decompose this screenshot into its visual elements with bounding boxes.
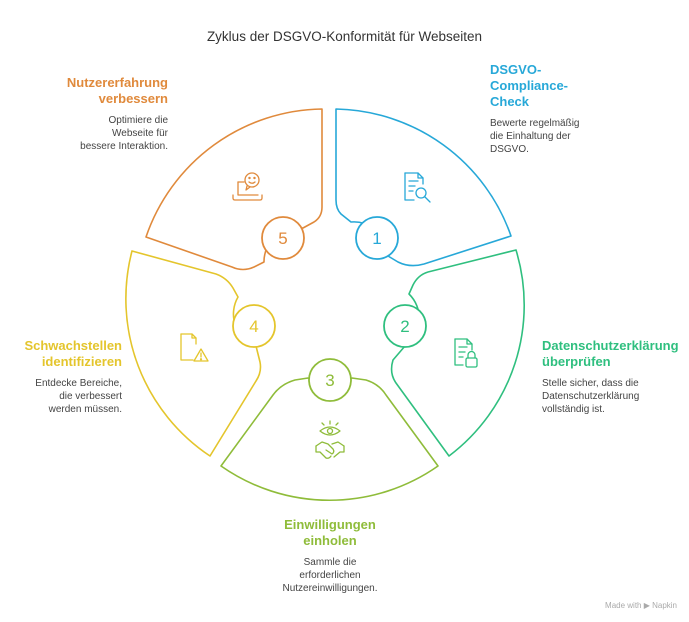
step-4-circle	[232, 304, 276, 348]
step-3-desc-line1: Sammle die	[303, 557, 357, 568]
step-1-title-line2: Compliance-	[490, 78, 569, 93]
step-2-desc-line1: Stelle sicher, dass die	[542, 378, 639, 389]
step-2-title-line1: Datenschutzerklärung	[542, 338, 679, 353]
step-1-desc-line2: die Einhaltung der	[490, 131, 571, 142]
step-3-desc-line3: Nutzereinwilligungen.	[282, 583, 378, 594]
step-5-title-line1: Nutzererfahrung	[66, 75, 168, 90]
step-5-desc-line1: Optimiere die	[108, 115, 168, 126]
step-1-desc-line1: Bewerte regelmäßig	[490, 118, 580, 129]
step-2-circle	[383, 304, 427, 348]
step-1-title-line1: DSGVO-	[490, 62, 542, 77]
document-lock-icon	[454, 338, 478, 368]
step-3-title-line2: einholen	[303, 533, 357, 548]
step-5-number: 5	[278, 229, 287, 248]
step-1-description: Bewerte regelmäßig die Einhaltung der DS…	[490, 117, 579, 156]
step-1-title: DSGVO- Compliance- Check	[490, 62, 568, 110]
step-5-desc-line2: Webseite für	[112, 128, 168, 139]
step-5-desc-line3: bessere Interaktion.	[80, 141, 168, 152]
step-5-description: Optimiere die Webseite für bessere Inter…	[20, 114, 168, 153]
step-3-title: Einwilligungen einholen	[230, 517, 430, 549]
step-2-title-line2: überprüfen	[542, 354, 611, 369]
segment-3	[220, 377, 439, 501]
step-4-desc-line1: Entdecke Bereiche,	[35, 378, 122, 389]
step-5-circle	[261, 216, 305, 260]
segment-2	[390, 249, 526, 457]
step-4-desc-line3: werden müssen.	[48, 404, 122, 415]
step-3-circle	[308, 358, 352, 402]
napkin-watermark: Made with ▶ Napkin	[605, 601, 677, 610]
step-4-description: Entdecke Bereiche, die verbessert werden…	[10, 377, 122, 416]
segment-4	[125, 250, 262, 457]
step-1-circle	[355, 216, 399, 260]
step-2-description: Stelle sicher, dass die Datenschutzerklä…	[542, 377, 639, 416]
step-1-desc-line3: DSGVO.	[490, 144, 529, 155]
step-3-number: 3	[325, 371, 334, 390]
segment-1	[335, 108, 512, 267]
step-1-number: 1	[372, 229, 381, 248]
diagram-title: Zyklus der DSGVO-Konformität für Webseit…	[206, 29, 483, 44]
step-4-title: Schwachstellen identifizieren	[10, 338, 122, 370]
handshake-eye-icon	[315, 420, 345, 459]
step-4-title-line1: Schwachstellen	[24, 338, 122, 353]
document-search-icon	[404, 172, 431, 203]
step-1-title-line3: Check	[490, 94, 530, 109]
step-2-number: 2	[400, 317, 409, 336]
step-2-desc-line3: vollständig ist.	[542, 404, 605, 415]
step-3-description: Sammle die erforderlichen Nutzereinwilli…	[230, 556, 430, 595]
document-warning-icon	[180, 333, 209, 362]
segment-5	[145, 108, 323, 271]
laptop-smiley-icon	[232, 172, 263, 201]
step-5-title-line2: verbessern	[98, 91, 168, 106]
step-5-title: Nutzererfahrung verbessern	[20, 75, 168, 107]
step-2-desc-line2: Datenschutzerklärung	[542, 391, 640, 402]
step-4-desc-line2: die verbessert	[59, 391, 122, 402]
step-2-title: Datenschutzerklärung überprüfen	[542, 338, 679, 370]
step-4-title-line2: identifizieren	[41, 354, 122, 369]
step-3-title-line1: Einwilligungen	[284, 517, 376, 532]
step-3-desc-line2: erforderlichen	[299, 570, 361, 581]
step-4-number: 4	[249, 317, 258, 336]
